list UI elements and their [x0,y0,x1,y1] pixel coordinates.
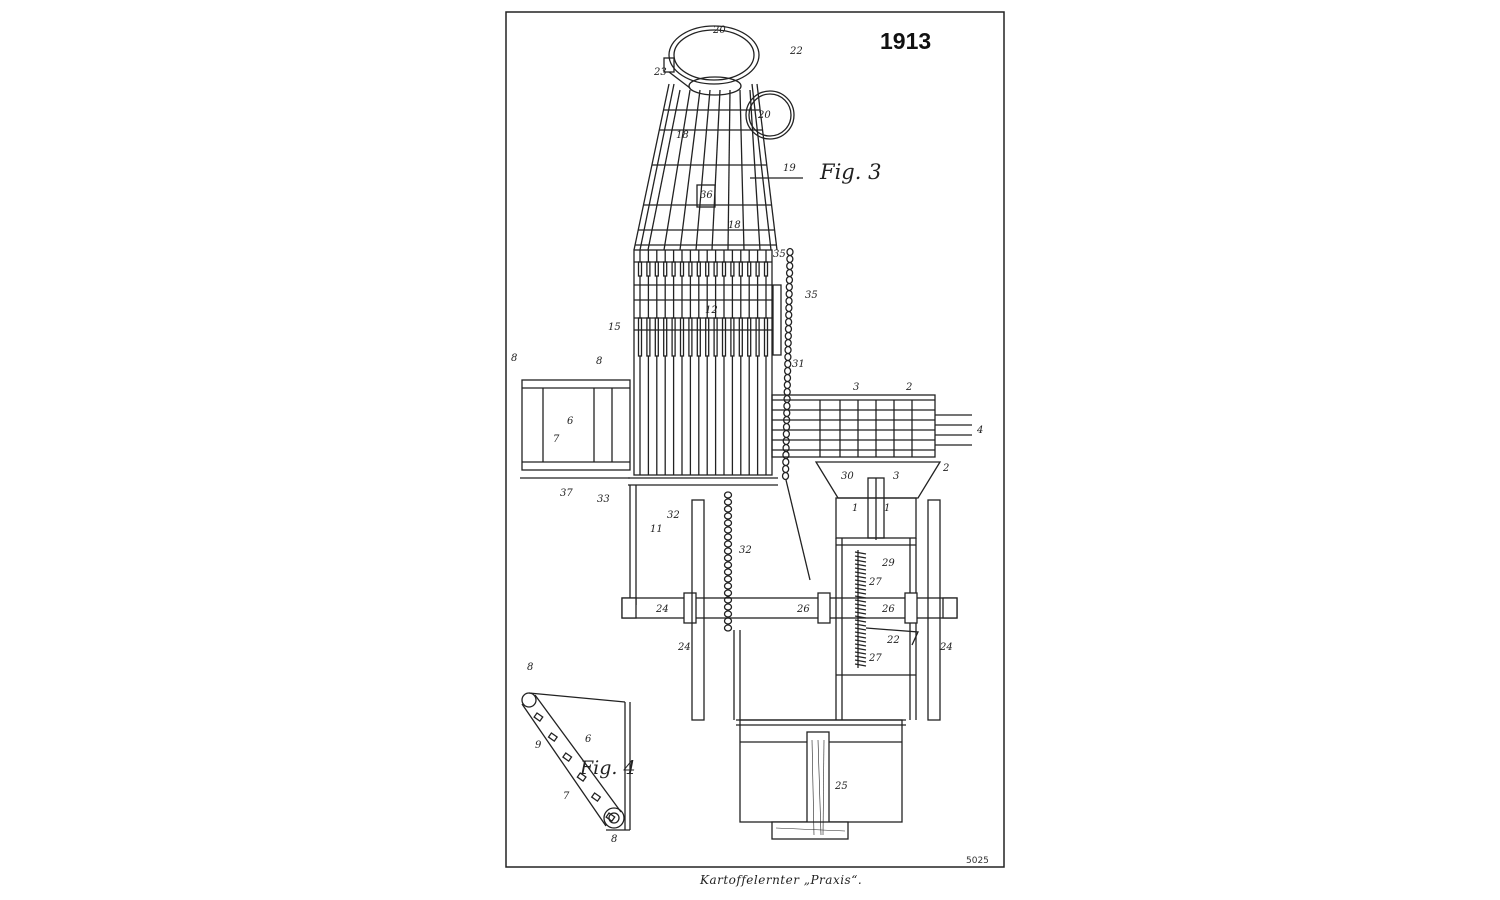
right-conveyor [771,394,936,458]
side-chain [781,247,811,581]
part-label: 26 [796,604,810,615]
plate-number: 5025 [966,856,989,866]
part-label: 2 [942,463,949,474]
part-label: 1 [884,503,890,514]
fig4-elevator [521,692,631,831]
part-label: 4 [976,425,983,436]
part-label: 32 [739,545,752,556]
main-grate [633,249,773,476]
side-pulley-inner [748,93,792,137]
fig4-top-pulley [521,692,537,708]
part-label: 25 [834,781,848,792]
elevator-left-side [633,83,670,251]
elevator-right-side [756,83,778,251]
top-wheel-inner [673,29,755,81]
year-label: 1913 [880,28,932,54]
part-label: 22 [789,46,803,57]
part-label: 9 [535,740,542,751]
figure-caption: Kartoffelernter „Praxis“. [700,873,863,887]
part-label: 2 [905,382,912,393]
part-label: 27 [868,577,882,588]
grate-bars [637,250,769,475]
right-conveyor-bars [772,399,935,457]
left-box [521,379,631,471]
part-label: 15 [608,322,621,333]
page-border [505,11,1005,868]
part-label: 37 [560,488,573,499]
part-label: 8 [511,353,517,364]
part-label: 12 [705,305,718,316]
fig3-machine [520,25,972,840]
bevel-gear-27 [854,550,867,668]
elevator-slats [635,89,777,251]
part-label: 8 [596,356,602,367]
part-label: 7 [553,434,560,445]
part-label: 20 [712,25,726,36]
part-label: 33 [597,494,610,505]
part-label: 1 [852,503,858,514]
part-label: 7 [563,791,570,802]
part-label: 31 [792,359,805,370]
part-label: 30 [841,471,854,482]
part-label: 24 [677,642,691,653]
part-label: 8 [611,834,617,845]
fig4-paddles [533,712,616,823]
top-drum [688,76,742,96]
part-label: 11 [650,524,663,535]
wheel-right [927,499,941,721]
part-label: 19 [783,163,796,174]
fig4-bottom-pulley [603,807,625,829]
part-label: 18 [676,130,689,141]
part-label: 20 [757,110,771,121]
wheel-left [691,499,705,721]
figure-4-label: Fig. 4 [580,757,636,779]
hopper-30 [814,461,942,499]
figure-3-label: Fig. 3 [820,160,882,184]
box-36 [696,184,716,208]
part-label: 27 [868,653,882,664]
part-label: 18 [728,220,741,231]
part-label: 35 [805,290,818,301]
part-label: 24 [939,642,953,653]
part-label: 26 [881,604,895,615]
side-pulley [745,90,795,140]
part-label: 24 [655,604,669,615]
part-label: 35 [773,249,786,260]
top-wheel [668,25,760,85]
part-label: 6 [585,734,592,745]
part-label: 3 [853,382,859,393]
part-label: 29 [881,558,895,569]
part-label: 3 [893,471,899,482]
part-label: 8 [527,662,533,673]
part-label: 32 [667,510,680,521]
part-label: 23 [653,67,667,78]
wooden-base [771,821,849,840]
part-label: 22 [886,635,900,646]
drive-chain-32 [723,491,733,632]
part-label: 36 [700,190,713,201]
part-label: 6 [567,416,574,427]
sprocket-stack [772,284,782,356]
